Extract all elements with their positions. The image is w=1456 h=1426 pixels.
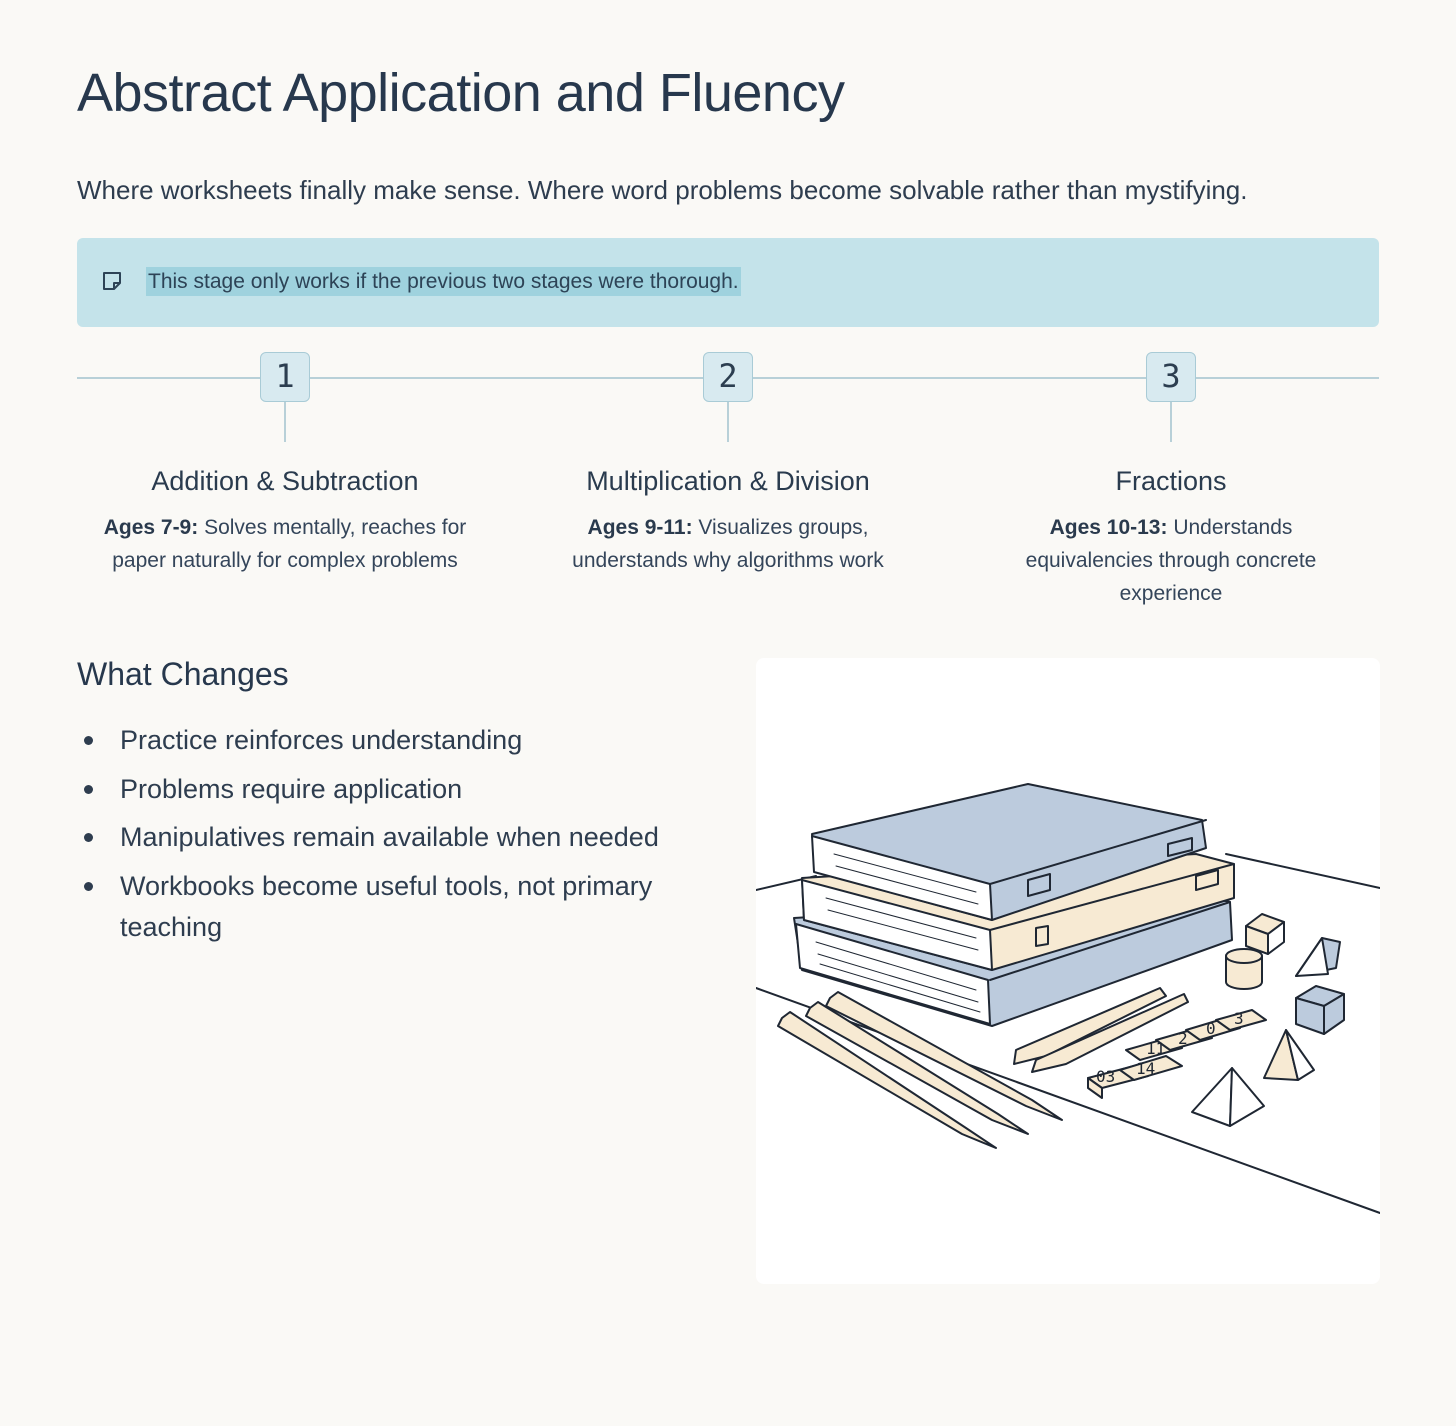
list-item: Workbooks become useful tools, not prima… — [77, 866, 697, 948]
step-title: Multiplication & Division — [586, 466, 870, 496]
tile-label: 14 — [1136, 1059, 1155, 1078]
cylinder-icon — [1225, 948, 1263, 990]
page-subtitle: Where worksheets finally make sense. Whe… — [77, 175, 1248, 205]
step-number-badge: 3 — [1146, 352, 1196, 402]
illustration-svg: 03 14 11 2 0 3 — [756, 783, 1380, 1214]
octahedron-icon — [1295, 937, 1341, 977]
timeline-step-3: 3 Fractions Ages 10-13: Understands equi… — [961, 352, 1381, 610]
cube-blue-icon — [1295, 985, 1345, 1035]
step-description: Ages 7-9: Solves mentally, reaches for p… — [75, 511, 495, 577]
timeline-step-2: 2 Multiplication & Division Ages 9-11: V… — [518, 352, 938, 577]
step-connector — [284, 402, 286, 442]
tile-label: 11 — [1146, 1039, 1165, 1058]
cube-small-icon — [1245, 913, 1285, 955]
tile-label: 03 — [1096, 1067, 1115, 1086]
timeline-step-1: 1 Addition & Subtraction Ages 7-9: Solve… — [75, 352, 495, 577]
step-connector — [1170, 402, 1172, 442]
step-desc-text: Solves mentally, reaches for paper natur… — [112, 516, 467, 572]
list-item: Problems require application — [77, 769, 697, 810]
page-title: Abstract Application and Fluency — [77, 63, 845, 123]
section-title: What Changes — [77, 656, 289, 692]
changes-list: Practice reinforces understanding Proble… — [77, 720, 697, 955]
tile-label: 2 — [1178, 1029, 1188, 1048]
book-top-icon — [811, 783, 1207, 921]
step-desc-text: Visualizes groups, understands why algor… — [572, 516, 884, 572]
step-ages: Ages 10-13: — [1049, 516, 1168, 539]
step-number-badge: 1 — [260, 352, 310, 402]
step-title: Addition & Subtraction — [151, 466, 419, 496]
step-desc-text: Understands equivalencies through concre… — [1025, 516, 1317, 605]
list-item: Practice reinforces understanding — [77, 720, 697, 761]
list-item: Manipulatives remain available when need… — [77, 817, 697, 858]
pencils-icon — [777, 987, 1189, 1149]
note-icon — [103, 272, 121, 290]
step-title: Fractions — [1115, 466, 1227, 496]
callout-text: This stage only works if the previous tw… — [146, 267, 741, 297]
tile-label: 0 — [1206, 1019, 1216, 1038]
step-description: Ages 10-13: Understands equivalencies th… — [961, 511, 1381, 610]
step-ages: Ages 9-11: — [587, 516, 693, 539]
table-front-edge — [756, 987, 1380, 1214]
tile-label: 3 — [1234, 1009, 1244, 1028]
math-supplies-illustration: 03 14 11 2 0 3 — [756, 658, 1380, 1284]
step-connector — [727, 402, 729, 442]
step-ages: Ages 7-9: — [103, 516, 199, 539]
step-description: Ages 9-11: Visualizes groups, understand… — [518, 511, 938, 577]
pyramid-cream-icon — [1263, 1029, 1315, 1081]
step-number-badge: 2 — [703, 352, 753, 402]
number-tiles-icon — [1087, 1009, 1267, 1099]
pyramid-white-icon — [1191, 1067, 1265, 1127]
